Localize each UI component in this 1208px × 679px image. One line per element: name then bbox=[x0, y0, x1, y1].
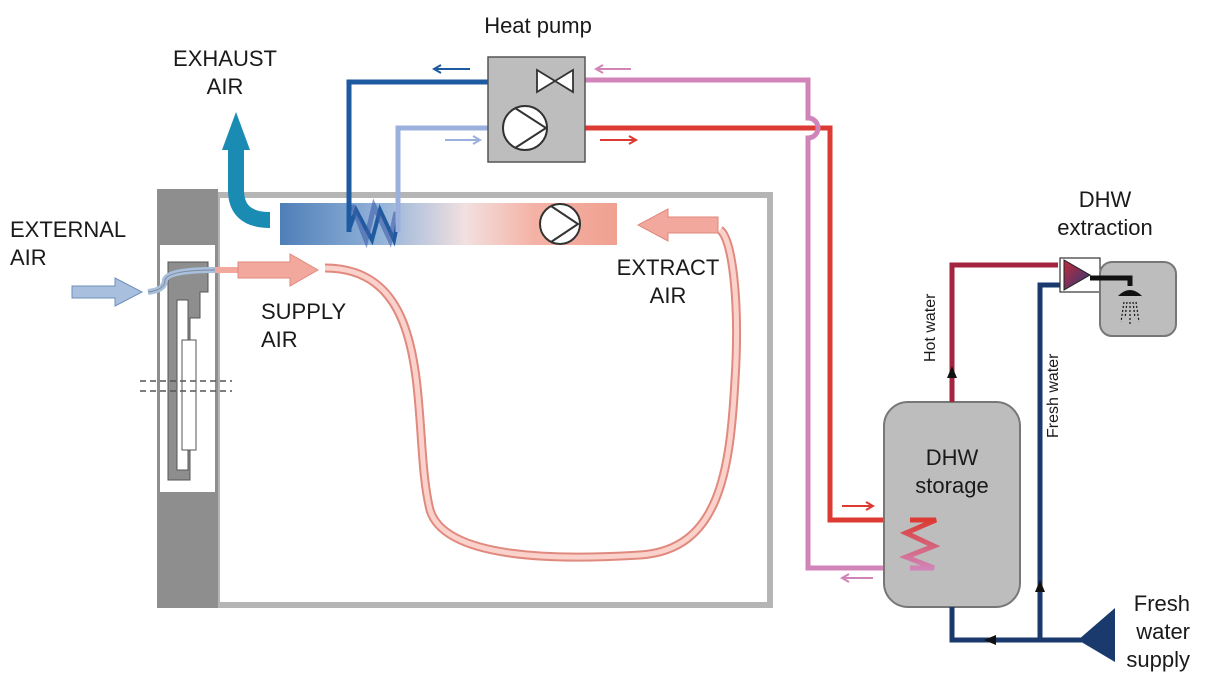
fresh-water-supply-label: Fresh water supply bbox=[1090, 590, 1190, 674]
fan-icon bbox=[539, 203, 581, 245]
fresh-water-supply-label-line1: Fresh bbox=[1133, 591, 1190, 616]
dhw-storage-tank bbox=[883, 401, 1021, 608]
extract-air-label-line2: AIR bbox=[649, 283, 687, 308]
external-air-label: EXTERNAL AIR bbox=[10, 216, 126, 272]
mixing-valve-icon bbox=[1059, 257, 1101, 293]
external-air-arrow bbox=[71, 267, 216, 307]
dhw-storage-label: DHW storage bbox=[884, 444, 1020, 500]
external-air-label-line1: EXTERNAL bbox=[10, 217, 127, 242]
dhw-storage-label-line2: storage bbox=[915, 473, 989, 498]
hot-water-label: Hot water bbox=[922, 293, 939, 362]
heat-pump-label: Heat pump bbox=[484, 13, 592, 38]
hot-water-line bbox=[947, 262, 1058, 402]
window-section bbox=[140, 245, 232, 492]
dhw-extraction-label: DHW extraction bbox=[1030, 186, 1180, 242]
dhw-extraction-label-line2: extraction bbox=[1057, 215, 1153, 240]
supply-air-label-line1: SUPPLY bbox=[261, 299, 347, 324]
exhaust-air-arrow bbox=[222, 112, 271, 228]
supply-extract-air-loop bbox=[324, 226, 741, 562]
supply-air-label-line2: AIR bbox=[261, 327, 298, 352]
fresh-water-supply-label-line2: water bbox=[1136, 619, 1190, 644]
compressor-icon bbox=[502, 105, 548, 151]
dhw-extraction-label-line1: DHW bbox=[1078, 187, 1132, 212]
exhaust-air-label-line1: EXHAUST bbox=[173, 46, 277, 71]
fresh-water-label: Fresh water bbox=[1045, 353, 1062, 438]
fresh-water-line bbox=[949, 282, 1115, 662]
exhaust-air-label: EXHAUST AIR bbox=[155, 45, 295, 101]
supply-air-label: SUPPLY AIR bbox=[261, 298, 346, 354]
refrigerant-piping bbox=[346, 64, 910, 583]
extract-air-label-line1: EXTRACT bbox=[616, 255, 720, 280]
expansion-valve-icon bbox=[536, 68, 574, 94]
heat-pump-unit bbox=[487, 56, 586, 163]
extract-air-arrow bbox=[636, 208, 719, 242]
dhw-storage-label-line1: DHW bbox=[925, 445, 979, 470]
fresh-water-supply-label-line3: supply bbox=[1126, 647, 1190, 672]
exhaust-air-label-line2: AIR bbox=[206, 74, 244, 99]
extract-air-label: EXTRACT AIR bbox=[598, 254, 738, 310]
shower-icon bbox=[1090, 261, 1177, 337]
supply-air-arrow bbox=[215, 253, 320, 287]
external-air-label-line2: AIR bbox=[10, 245, 47, 270]
